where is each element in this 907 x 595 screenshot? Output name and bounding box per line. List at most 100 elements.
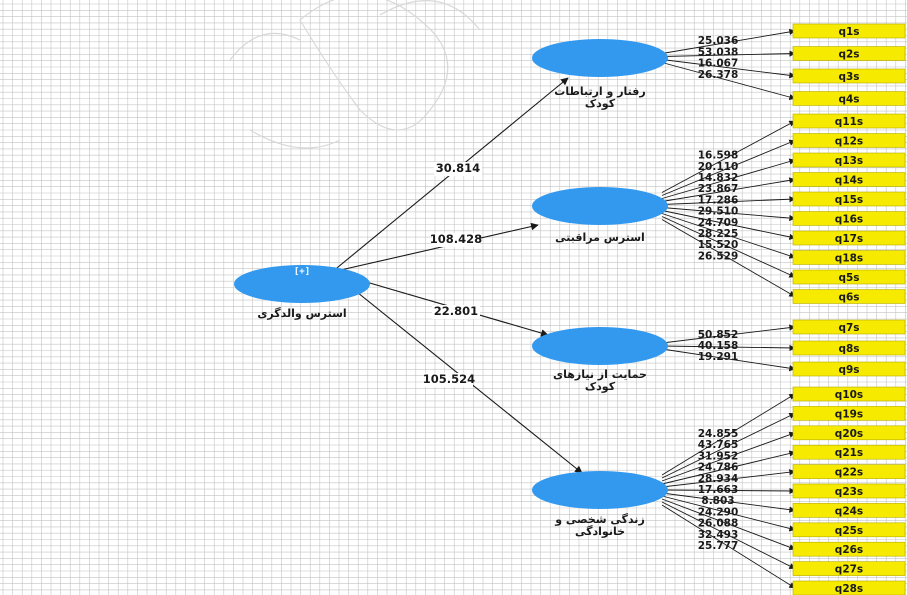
indicator-label: q19s xyxy=(835,408,863,420)
loading-arrow xyxy=(661,216,796,278)
indicator-label: q9s xyxy=(838,364,859,376)
indicator-label: q2s xyxy=(838,49,859,61)
indicator-box[interactable] xyxy=(792,425,906,441)
loading-arrow xyxy=(661,495,796,532)
loading-value: 16.598 xyxy=(698,150,739,162)
loading-arrow xyxy=(661,196,796,205)
indicator-label: q25s xyxy=(835,525,863,537)
path-coefficient: 105.524 xyxy=(423,372,475,386)
indicator-label: q5s xyxy=(838,272,859,284)
indicator-box[interactable] xyxy=(792,361,906,377)
loading-arrow xyxy=(661,412,796,479)
indicator-box[interactable] xyxy=(792,406,906,421)
loading-value: 19.291 xyxy=(698,351,739,363)
loading-value: 40.158 xyxy=(698,340,739,352)
collapse-toggle[interactable]: [+] xyxy=(294,267,310,277)
latent-label: کودک xyxy=(585,380,616,393)
loading-arrow xyxy=(661,324,796,344)
latent-label: استرس مراقبتی xyxy=(555,231,645,244)
loading-value: 15.520 xyxy=(698,239,739,251)
indicator-label: q12s xyxy=(835,136,863,148)
latent-ellipse-child-needs[interactable] xyxy=(532,327,668,365)
loading-arrow xyxy=(661,213,796,259)
indicator-box[interactable] xyxy=(792,23,906,39)
indicator-box[interactable] xyxy=(792,386,906,402)
edges-layer xyxy=(331,28,796,589)
path-coefficient-bg xyxy=(425,373,473,387)
loading-value: 31.952 xyxy=(698,450,739,462)
latent-ellipse-parent-stress[interactable] xyxy=(234,265,370,303)
indicator-label: q4s xyxy=(838,94,859,106)
indicator-box[interactable] xyxy=(792,483,906,499)
loading-value: 28.934 xyxy=(698,473,739,485)
loading-value: 17.663 xyxy=(698,484,739,496)
indicator-box[interactable] xyxy=(792,191,906,207)
loading-value: 26.378 xyxy=(698,69,739,81)
indicator-label: q22s xyxy=(835,467,863,479)
latent-label: رفتار و ارتباطات xyxy=(554,85,645,98)
indicator-box[interactable] xyxy=(792,46,906,61)
nodes-layer: q1s25.036q2s53.038q3s16.067q4s26.378q11s… xyxy=(234,23,906,595)
loading-value: 24.786 xyxy=(698,462,739,474)
loading-arrow xyxy=(661,158,796,199)
latent-ellipse-personal-life[interactable] xyxy=(532,471,668,509)
latent-label: زندگی شخصی و xyxy=(554,513,645,526)
path-coefficient-bg xyxy=(432,305,480,319)
indicator-box[interactable] xyxy=(792,211,906,226)
indicator-box[interactable] xyxy=(792,541,906,557)
indicator-box[interactable] xyxy=(792,113,906,129)
indicator-box[interactable] xyxy=(792,91,906,106)
indicator-label: q11s xyxy=(835,116,863,128)
indicator-label: q16s xyxy=(835,214,863,226)
path-coefficient-bg xyxy=(432,233,480,247)
loading-value: 23.867 xyxy=(698,183,739,195)
loading-value: 25.036 xyxy=(698,35,739,47)
loading-value: 17.286 xyxy=(698,194,739,206)
loading-arrow xyxy=(661,450,796,485)
indicator-box[interactable] xyxy=(792,269,906,285)
latent-ellipse-child-behavior[interactable] xyxy=(532,39,668,77)
indicator-box[interactable] xyxy=(792,230,906,246)
indicator-box[interactable] xyxy=(792,522,906,538)
indicator-box[interactable] xyxy=(792,133,906,148)
indicator-box[interactable] xyxy=(792,172,906,187)
path-coefficient: 108.428 xyxy=(430,232,482,246)
indicator-box[interactable] xyxy=(792,503,906,518)
loading-arrow xyxy=(661,50,796,57)
indicator-label: q7s xyxy=(838,322,859,334)
indicator-label: q27s xyxy=(835,564,863,576)
indicator-label: q17s xyxy=(835,233,863,245)
indicator-box[interactable] xyxy=(792,152,906,168)
indicator-box[interactable] xyxy=(792,561,906,576)
loading-arrow xyxy=(661,139,796,196)
indicator-box[interactable] xyxy=(792,444,906,460)
indicator-label: q1s xyxy=(838,26,859,38)
indicator-box[interactable] xyxy=(792,580,906,595)
indicator-label: q24s xyxy=(835,505,863,517)
indicator-box[interactable] xyxy=(792,289,906,304)
latent-ellipse-care-stress[interactable] xyxy=(532,187,668,225)
loading-value: 24.855 xyxy=(698,428,739,440)
indicator-box[interactable] xyxy=(792,68,906,84)
indicator-label: q20s xyxy=(835,428,863,440)
latent-label: کودک xyxy=(585,97,616,110)
indicator-box[interactable] xyxy=(792,340,906,356)
indicator-label: q15s xyxy=(835,194,863,206)
loading-arrow xyxy=(661,210,796,240)
indicator-label: q26s xyxy=(835,544,863,556)
indicator-label: q21s xyxy=(835,447,863,459)
indicator-box[interactable] xyxy=(792,464,906,479)
latent-label: استرس والدگری xyxy=(257,307,346,320)
indicator-box[interactable] xyxy=(792,250,906,265)
indicator-box[interactable] xyxy=(792,319,906,335)
loading-arrow xyxy=(661,431,796,482)
loading-arrow xyxy=(661,393,796,476)
loading-value: 50.852 xyxy=(698,329,739,341)
loading-arrow xyxy=(661,28,796,54)
loading-value: 26.529 xyxy=(698,250,739,262)
loading-value: 43.765 xyxy=(698,439,739,451)
loading-arrow xyxy=(661,219,796,297)
loading-arrow xyxy=(661,120,796,193)
